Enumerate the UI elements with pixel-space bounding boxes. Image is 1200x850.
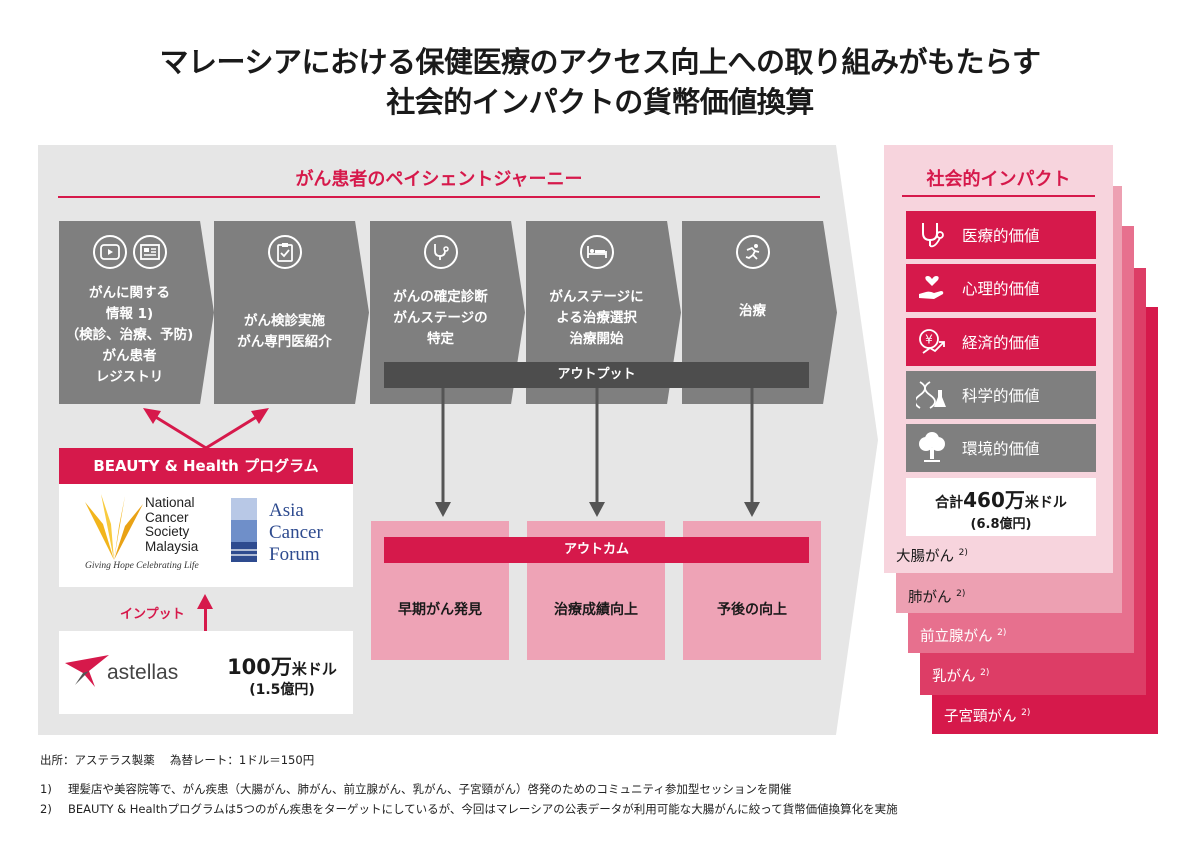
impact-title: 社会的インパクト [926, 169, 1071, 190]
partner-logos: National Cancer Society Malaysia Giving … [59, 484, 353, 587]
impact-value-psychological: 心理的価値 [906, 264, 1096, 312]
input-arrow-head [197, 594, 213, 609]
svg-text:¥: ¥ [925, 333, 933, 347]
tree-icon [906, 424, 958, 472]
footnote: 2)BEAUTY & Healthプログラムは5つのがん疾患をターゲットにしてい… [40, 802, 898, 816]
impact-value-label: 科学的価値 [962, 387, 1040, 405]
input-arrow [204, 608, 207, 631]
hospital-bed-icon [579, 235, 614, 269]
running-person-icon [735, 235, 770, 269]
impact-total-yen: (6.8億円) [970, 517, 1032, 532]
program-arrow-right [205, 414, 259, 450]
source-note: 出所：アステラス製薬 為替レート：1ドル＝150円 [40, 753, 315, 767]
cancer-label: 子宮頸がん 2) [944, 708, 1031, 725]
acf-logo-text: Asia Cancer Forum [269, 500, 323, 565]
funder-box: astellas 100万米ドル (1.5億円) [59, 631, 353, 714]
output-arrow-head [744, 502, 760, 517]
journey-step-label: がんステージに よる治療選択 治療開始 [549, 289, 644, 347]
cancer-label: 前立腺がん 2) [920, 628, 1007, 645]
journey-step-label: がんの確定診断 がんステージの 特定 [393, 289, 488, 347]
journey-step-label: がんに関する 情報 1) （検診、治療、予防) がん患者 レジストリ [65, 285, 194, 385]
astellas-logo-text: astellas [107, 661, 179, 684]
clipboard-icon [267, 235, 302, 269]
output-arrow-head [589, 502, 605, 517]
outcome-label: 早期がん発見 [398, 602, 482, 618]
journey-step-screening: がん検診実施 がん専門医紹介 [214, 221, 369, 404]
output-bar: アウトプット [384, 362, 809, 388]
impact-value-economic: ¥ 経済的価値 [906, 318, 1096, 366]
cancer-label: 大腸がん 2) [896, 548, 968, 565]
ncsm-tagline: Giving Hope Celebrating Life [85, 561, 199, 571]
acf-logo-icon [231, 498, 257, 562]
title-line-2: 社会的インパクトの貨幣価値換算 [386, 85, 814, 119]
journey-step-label: がん検診実施 がん専門医紹介 [237, 313, 332, 350]
cancer-label: 乳がん 2) [932, 668, 990, 685]
stethoscope-icon [906, 211, 958, 259]
stethoscope-icon [423, 235, 458, 269]
program-arrow-right-head [251, 408, 269, 424]
funding-amount: 100万米ドル [227, 655, 337, 679]
program-arrow-left [153, 414, 207, 450]
impact-value-medical: 医療的価値 [906, 211, 1096, 259]
impact-value-environmental: 環境的価値 [906, 424, 1096, 472]
outcome-label: 予後の向上 [717, 602, 787, 618]
input-label: インプット [120, 607, 185, 622]
journey-title-underline [58, 196, 820, 198]
page-title: マレーシアにおける保健医療のアクセス向上への取り組みがもたらす 社会的インパクト… [0, 42, 1200, 122]
impact-value-scientific: 科学的価値 [906, 371, 1096, 419]
dna-flask-icon [906, 371, 958, 419]
hand-heart-icon [906, 264, 958, 312]
yen-growth-icon: ¥ [906, 318, 958, 366]
impact-value-label: 経済的価値 [962, 334, 1040, 352]
funding-yen: (1.5億円) [249, 682, 315, 698]
newspaper-icon [132, 235, 167, 269]
program-arrow-left-head [143, 408, 161, 424]
program-title: BEAUTY & Health プログラム [59, 448, 353, 484]
video-icon [92, 235, 127, 269]
impact-title-underline [902, 195, 1095, 197]
ncsm-logo-icon [85, 494, 143, 560]
output-arrow-head [435, 502, 451, 517]
journey-step-info: がんに関する 情報 1) （検診、治療、予防) がん患者 レジストリ [59, 221, 214, 404]
impact-value-label: 環境的価値 [962, 440, 1040, 458]
impact-total: 合計460万米ドル (6.8億円) [906, 478, 1096, 536]
journey-title: がん患者のペイシェントジャーニー [295, 169, 583, 190]
impact-value-label: 医療的価値 [962, 227, 1040, 245]
cancer-label: 肺がん 2) [908, 589, 966, 606]
journey-step-label: 治療 [739, 303, 767, 319]
impact-value-label: 心理的価値 [962, 280, 1040, 298]
outcome-bar: アウトカム [384, 537, 809, 563]
footnote: 1)理髪店や美容院等で、がん疾患（大腸がん、肺がん、前立腺がん、乳がん、子宮頸が… [40, 782, 792, 796]
outcome-label: 治療成績向上 [554, 602, 638, 618]
ncsm-logo-text: National Cancer Society Malaysia [145, 495, 199, 554]
title-line-1: マレーシアにおける保健医療のアクセス向上への取り組みがもたらす [159, 45, 1041, 79]
astellas-logo-icon [65, 655, 109, 687]
